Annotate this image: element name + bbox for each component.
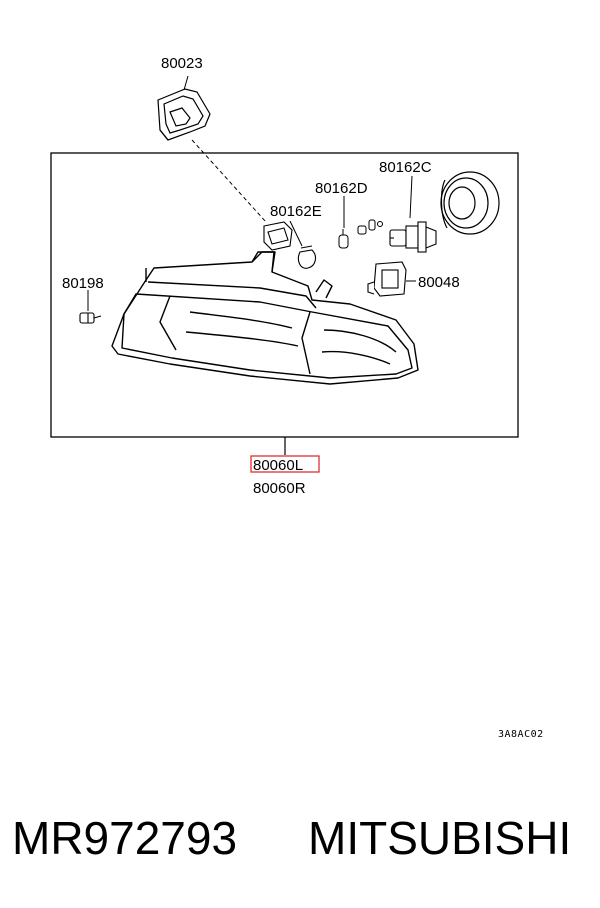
drawing-code: 3A8AC02 <box>498 729 544 740</box>
main-bulb-leader <box>409 175 413 219</box>
small-bulb-part <box>338 219 383 249</box>
highlight-box <box>250 455 320 473</box>
side-socket-leader <box>289 220 303 247</box>
callout-80162E: 80162E <box>270 203 322 220</box>
callout-80023: 80023 <box>161 55 203 72</box>
main-bulb-part <box>389 221 437 253</box>
callout-80060L: 80060L <box>253 457 303 474</box>
position-socket-part <box>367 261 407 297</box>
socket-cover-dashed-leader <box>191 139 267 223</box>
socket-cover-leader <box>183 75 189 91</box>
callout-80060R: 80060R <box>253 480 306 497</box>
socket-cover-part <box>157 88 211 141</box>
brand-name: MITSUBISHI <box>308 812 572 864</box>
callout-80198: 80198 <box>62 275 104 292</box>
callout-80162C: 80162C <box>379 159 432 176</box>
headlamp-housing <box>111 251 419 385</box>
screw-part <box>79 312 102 324</box>
side-socket-part <box>263 221 317 269</box>
callout-80048: 80048 <box>418 274 460 291</box>
callout-80162D: 80162D <box>315 180 368 197</box>
bulb-ring-part <box>440 171 500 235</box>
part-number: MR972793 <box>12 812 238 864</box>
